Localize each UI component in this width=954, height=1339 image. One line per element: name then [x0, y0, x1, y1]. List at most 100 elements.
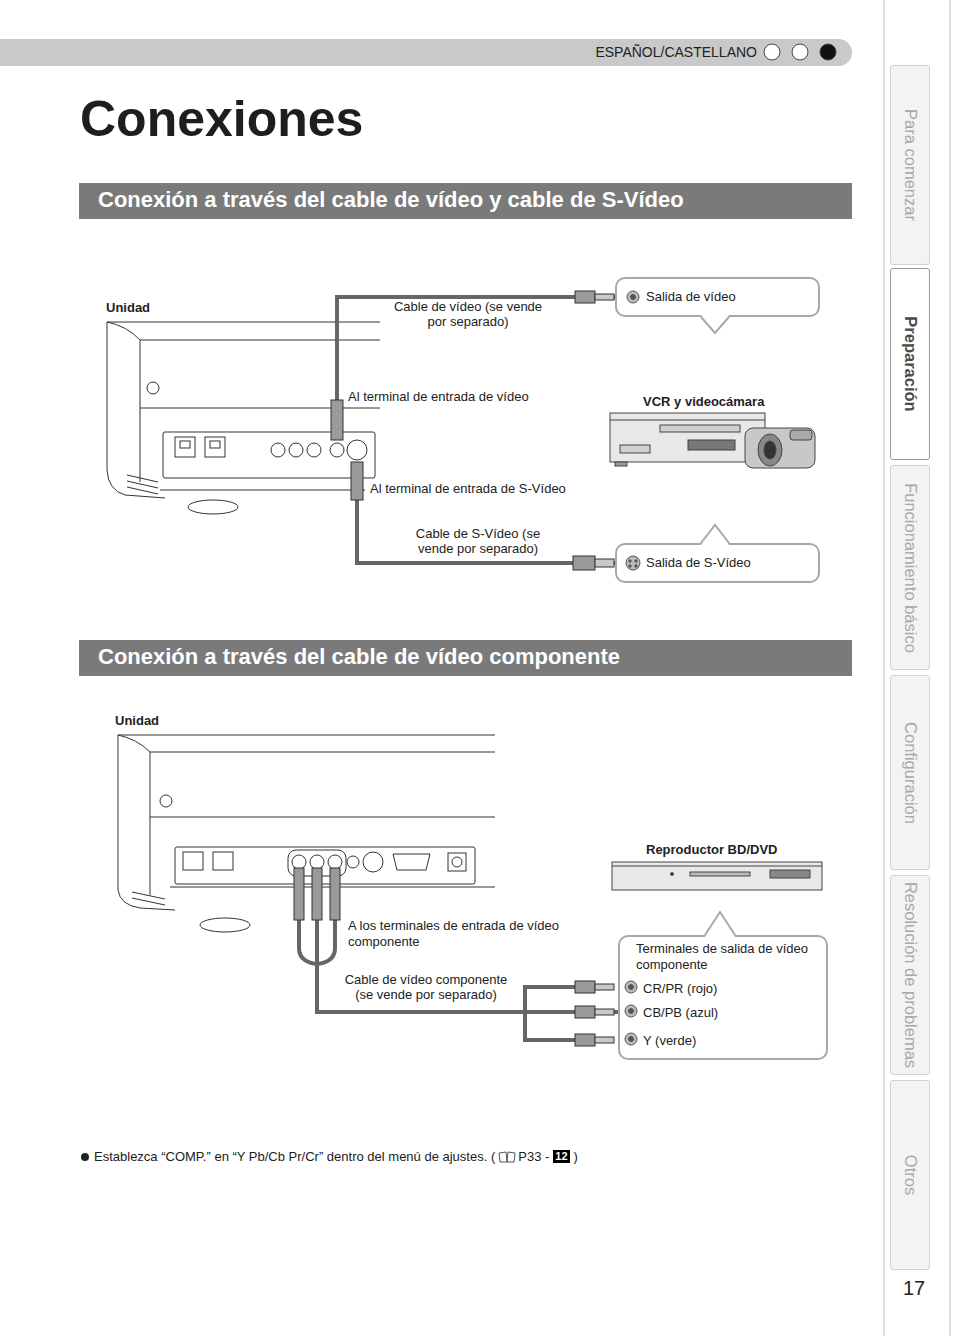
cable-plug	[573, 291, 614, 570]
s-video-plug	[351, 462, 363, 515]
footnote-part: 12	[553, 1150, 569, 1163]
projector-drawing	[448, 853, 466, 871]
section-band: Conexión a través del cable de vídeo y c…	[79, 183, 852, 219]
chapter-tab: Para comenzar	[890, 65, 930, 265]
component-plugs	[312, 868, 322, 920]
projector-drawing	[118, 735, 175, 910]
vcr-drawing	[610, 413, 815, 468]
video-plug	[335, 318, 339, 400]
node-label: Preparación	[900, 316, 920, 411]
vcr-drawing	[610, 413, 765, 462]
side-panel	[950, 0, 951, 1336]
cable-plug	[595, 559, 614, 567]
output-bubble: Terminales de salida de vídeo componente…	[618, 935, 828, 1060]
component-fan	[525, 981, 614, 1046]
node-label: Configuración	[900, 722, 920, 824]
terminal-label: CR/PR (rojo)	[643, 981, 717, 997]
component-fan	[575, 1006, 595, 1018]
projector-drawing	[118, 735, 495, 736]
projector-drawing	[213, 852, 233, 870]
player-drawing	[612, 862, 822, 890]
player-drawing	[690, 872, 750, 876]
projector-drawing	[292, 855, 306, 869]
projector-drawing	[188, 500, 238, 514]
node-label: VCR y videocámara	[643, 394, 764, 410]
cable-plug	[595, 294, 614, 300]
page-title: Conexiones	[80, 92, 363, 147]
projector-drawing	[107, 322, 140, 482]
projector-drawing	[107, 322, 380, 514]
projector-drawing	[183, 852, 203, 870]
vcr-drawing	[745, 428, 815, 468]
player-drawing	[671, 873, 674, 876]
footnote-text: )	[574, 1149, 578, 1165]
chapter-tab: Resolución de problemas	[890, 875, 930, 1075]
footnote-part: )	[574, 1149, 578, 1165]
cable-plug	[575, 291, 595, 303]
footnote: Establezca “COMP.” en “Y Pb/Cb Pr/Cr” de…	[80, 1149, 578, 1165]
player-drawing	[612, 862, 822, 890]
component-fan	[595, 1009, 614, 1015]
node-label: ESPAÑOL/CASTELLANO	[595, 44, 757, 61]
s-video-plug	[355, 500, 359, 515]
bubble-tail	[701, 525, 729, 545]
node-label: Conexión a través del cable de vídeo com…	[98, 644, 620, 670]
projector-drawing	[140, 340, 380, 341]
projector-drawing	[271, 443, 285, 457]
projector-drawing	[150, 817, 495, 818]
projector-drawing	[118, 735, 150, 895]
projector-drawing	[310, 855, 324, 869]
projector-drawing	[452, 857, 462, 867]
output-bubble: Salida de vídeo	[615, 277, 820, 317]
page-number: 17	[903, 1276, 925, 1300]
bullet	[81, 1153, 89, 1161]
component-fan	[575, 981, 614, 1046]
projector-drawing	[289, 443, 303, 457]
projector-drawing	[150, 752, 495, 753]
projector-drawing	[307, 443, 321, 457]
node-label: Resolución de problemas	[900, 882, 920, 1068]
terminal-label: CB/PB (azul)	[643, 1005, 718, 1021]
projector-drawing	[328, 855, 342, 869]
projector-drawing	[118, 735, 495, 932]
terminal-callout: Al terminal de entrada de vídeo	[348, 389, 529, 405]
projector-drawing	[363, 852, 383, 872]
footnote-text: P33 -	[518, 1149, 549, 1165]
player-drawing	[770, 870, 810, 878]
side-panel	[884, 0, 885, 1336]
cable-label: Cable de vídeo (se vende por separado)	[388, 300, 548, 330]
component-fan	[595, 1037, 614, 1043]
video-plug	[331, 318, 343, 440]
side-panel	[884, 0, 950, 1336]
vcr-drawing	[758, 434, 782, 466]
projector-drawing	[147, 382, 159, 394]
projector-drawing	[200, 918, 250, 932]
bubble-tail	[705, 912, 735, 937]
projector-drawing	[107, 322, 380, 323]
vcr-drawing	[660, 425, 740, 432]
bubble-tail	[701, 315, 729, 333]
terminal-callout: Al terminal de entrada de S-Vídeo	[370, 481, 566, 497]
projector-drawing	[347, 440, 367, 460]
section-band: Conexión a través del cable de vídeo com…	[79, 640, 852, 676]
projector-drawing	[175, 437, 195, 457]
node-label: Salida de vídeo	[646, 289, 736, 305]
vcr-camcorder: VCR y videocámara	[608, 393, 824, 473]
footnote-part: P33 -	[518, 1149, 549, 1165]
footnote-part: Establezca “COMP.” en “Y Pb/Cb Pr/Cr” de…	[94, 1149, 495, 1165]
player-drawing	[612, 866, 822, 867]
projector-drawing	[180, 441, 190, 448]
projector-drawing	[347, 856, 359, 868]
projector-drawing	[205, 437, 225, 457]
bubble-tail	[705, 912, 735, 935]
projector-drawing	[107, 322, 165, 498]
terminal-label: Y (verde)	[643, 1033, 696, 1049]
node-label: Unidad	[106, 300, 150, 316]
video-plug	[331, 400, 343, 440]
component-fan	[575, 1034, 595, 1046]
bubble-tail	[701, 525, 729, 543]
component-fan	[525, 987, 575, 1040]
chapter-tab: Preparación	[890, 268, 930, 460]
node-label: Salida de S-Vídeo	[646, 555, 751, 571]
